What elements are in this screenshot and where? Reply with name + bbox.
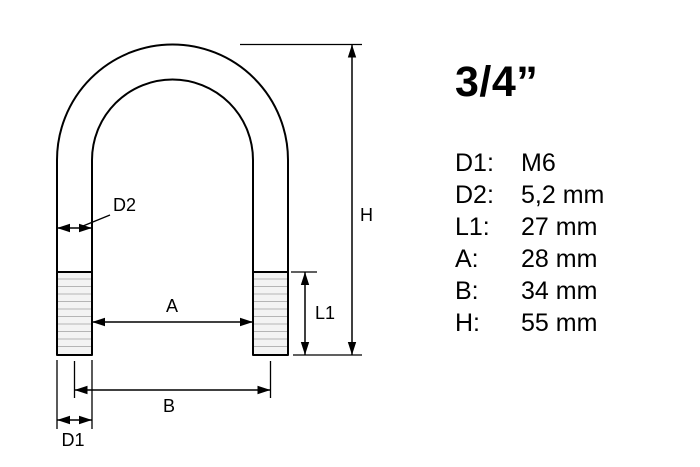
ubolt-outline	[56, 43, 289, 356]
dimension-arrows	[57, 44, 357, 425]
spec-row-h: H: 55 mm	[455, 307, 685, 339]
spec-row-d1: D1: M6	[455, 147, 685, 179]
dimension-label-d1: D1	[61, 430, 84, 450]
right-threaded-section	[252, 271, 289, 356]
ubolt-technical-drawing: D2 A L1 H B D1	[56, 43, 373, 450]
spec-row-a: A: 28 mm	[455, 243, 685, 275]
d1-extension-lines	[56, 360, 93, 429]
dimension-label-d2: D2	[113, 195, 136, 215]
spec-row-d2: D2: 5,2 mm	[455, 179, 685, 211]
size-title: 3/4”	[455, 58, 539, 106]
dimension-label-h: H	[360, 205, 373, 225]
extension-lines	[56, 43, 362, 429]
spec-label: D1:	[455, 148, 494, 177]
spec-label: B:	[455, 276, 479, 305]
d2-leader-line	[82, 214, 111, 227]
b-dimension-arrow	[74, 385, 271, 395]
spec-value: 55 mm	[521, 308, 598, 337]
dimension-label-a: A	[166, 296, 178, 316]
left-threaded-section	[56, 271, 93, 356]
specs-panel: 3/4” D1: M6 D2: 5,2 mm L1: 27 mm A: 28 m…	[455, 58, 685, 339]
l1-dimension-arrow	[300, 272, 310, 355]
dimension-labels: D2 A L1 H B D1	[61, 195, 373, 450]
spec-label: H:	[455, 308, 480, 337]
spec-value: M6	[521, 148, 556, 177]
spec-row-l1: L1: 27 mm	[455, 211, 685, 243]
spec-row-b: B: 34 mm	[455, 275, 685, 307]
b-extension-lines	[73, 361, 272, 398]
spec-list: D1: M6 D2: 5,2 mm L1: 27 mm A: 28 mm B: …	[455, 147, 685, 339]
ubolt-inner-contour	[91, 78, 254, 272]
dimension-label-l1: L1	[315, 303, 335, 323]
ubolt-outer-contour	[56, 43, 289, 272]
spec-value: 34 mm	[521, 276, 598, 305]
a-dimension-arrow	[92, 317, 253, 327]
ubolt-diagram-svg: D2 A L1 H B D1	[56, 43, 373, 450]
spec-value: 5,2 mm	[521, 180, 605, 209]
spec-value: 27 mm	[521, 212, 598, 241]
d1-dimension-arrow	[57, 415, 92, 425]
spec-value: 28 mm	[521, 244, 598, 273]
dimension-label-b: B	[163, 396, 175, 416]
thread-texture	[58, 278, 287, 347]
d2-dimension-arrow	[57, 223, 92, 233]
spec-label: L1:	[455, 212, 490, 241]
spec-label: A:	[455, 244, 479, 273]
h-dimension-arrow	[347, 44, 357, 355]
spec-label: D2:	[455, 180, 494, 209]
